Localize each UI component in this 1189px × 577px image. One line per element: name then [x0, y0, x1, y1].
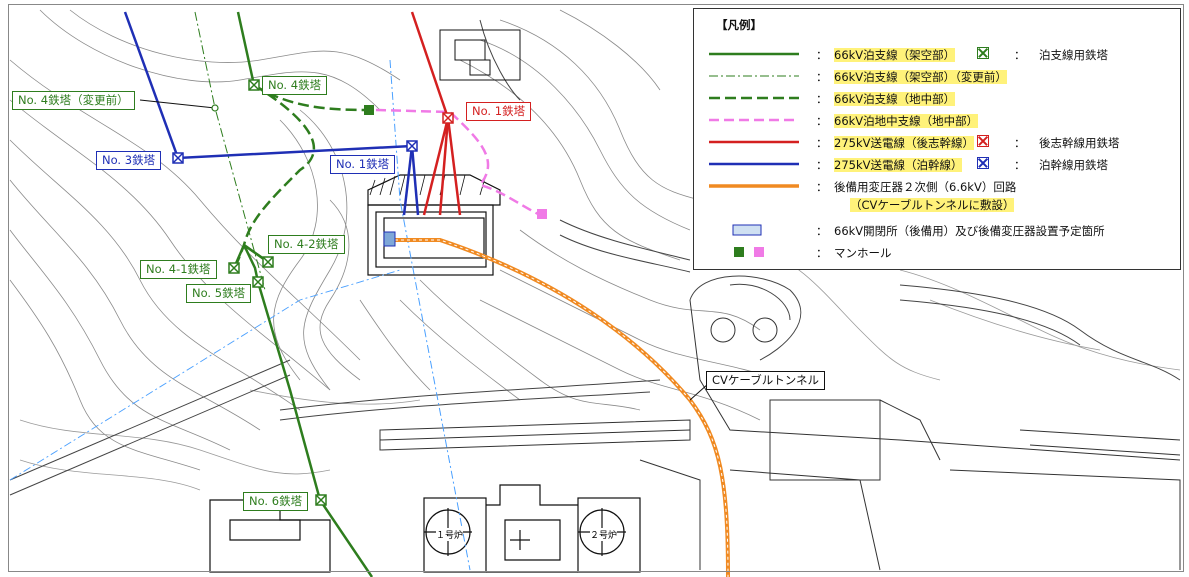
legend-desc-tower: 泊支線用鉄塔	[1039, 48, 1108, 62]
legend-desc: 275kV送電線（泊幹線）	[834, 158, 963, 172]
label-no4-changed: No. 4鉄塔（変更前）	[12, 91, 135, 110]
label-no4-1: No. 4-1鉄塔	[140, 260, 217, 279]
tower-no4-1	[228, 262, 240, 274]
reactor-buildings	[209, 484, 641, 573]
label-no4-2: No. 4-2鉄塔	[268, 235, 345, 254]
label-no4: No. 4鉄塔	[262, 76, 328, 95]
switchyard-hatch	[383, 231, 396, 247]
tomari-branch-tower-icon	[977, 47, 989, 59]
harbor-structures	[379, 299, 1181, 571]
legend-row-66kv-overhead: ： 66kV泊支線（架空部） ： 泊支線用鉄塔	[694, 45, 1180, 63]
legend-colon: ：	[816, 70, 828, 84]
tower-no4	[248, 79, 260, 91]
tomari-trunk-tower-icon	[977, 157, 989, 169]
manhole-green	[364, 105, 374, 115]
legend-desc: 66kV開閉所（後備用）及び後備変圧器設置予定箇所	[834, 224, 1105, 238]
legend-symbol-manholes	[734, 247, 764, 257]
legend-row-275kv-shiribeshi: ： 275kV送電線（後志幹線） ： 後志幹線用鉄塔	[694, 133, 1180, 151]
legend-desc: 後備用変圧器２次側（6.6kV）回路	[834, 180, 1017, 194]
legend-colon: ：	[1014, 136, 1026, 150]
legend-row-66kv-underground-branch: ： 66kV泊地中支線（地中部）	[694, 111, 1180, 129]
legend-desc-tower: 泊幹線用鉄塔	[1039, 158, 1108, 172]
legend-colon: ：	[816, 180, 828, 194]
legend-desc: マンホール	[834, 246, 892, 260]
legend-colon: ：	[816, 136, 828, 150]
cv-cable-circuit	[395, 238, 730, 577]
line-66kv-overhead-south	[242, 244, 374, 577]
legend-colon: ：	[816, 246, 828, 260]
legend-desc: 66kV泊支線（架空部）	[834, 48, 956, 62]
contour-lines	[9, 9, 781, 471]
legend-symbol-orange-cable	[709, 184, 799, 188]
diagonal-blue-dashdot	[9, 269, 401, 481]
tower-no1-red	[442, 112, 454, 124]
cv-tunnel-leader	[689, 383, 709, 401]
tower-no5	[252, 276, 264, 288]
label-unit1: １号炉	[436, 528, 464, 541]
line-66kv-underground-pink	[375, 108, 541, 217]
label-no6: No. 6鉄塔	[243, 492, 309, 511]
label-unit2: ２号炉	[590, 528, 618, 541]
legend-symbol-red-solid	[709, 140, 799, 144]
switchyard	[367, 174, 501, 276]
legend-panel: 【凡例】 ： 66kV泊支線（架空部） ： 泊支線用鉄塔 ： 66kV泊支線（架…	[693, 8, 1181, 270]
line-275kv-tomari	[123, 11, 420, 216]
tower-no1-blue	[406, 140, 418, 152]
legend-symbol-hatch	[732, 224, 762, 236]
no4-changed-leader	[139, 99, 216, 109]
legend-symbol-green-dashdot	[709, 75, 799, 77]
label-no5: No. 5鉄塔	[186, 284, 252, 303]
legend-colon: ：	[816, 224, 828, 238]
legend-colon: ：	[816, 114, 828, 128]
legend-colon: ：	[816, 158, 828, 172]
road-network	[9, 19, 1181, 496]
legend-row-66kv-changed: ： 66kV泊支線（架空部）（変更前）	[694, 67, 1180, 85]
tower-no4-2	[262, 256, 274, 268]
legend-symbol-green-dashed	[709, 96, 799, 100]
tower-no6	[315, 494, 327, 506]
label-cv-tunnel: CVケーブルトンネル	[706, 371, 825, 390]
legend-desc: 66kV泊支線（地中部）	[834, 92, 956, 106]
legend-desc-tower: 後志幹線用鉄塔	[1039, 136, 1120, 150]
legend-desc: 66kV泊地中支線（地中部）	[834, 114, 979, 128]
manhole-pink	[537, 209, 547, 219]
legend-colon: ：	[816, 92, 828, 106]
legend-colon: ：	[816, 48, 828, 62]
legend-symbol-pink-dashed	[709, 118, 799, 122]
changed-route-66kv	[194, 11, 266, 291]
label-no1-red: No. 1鉄塔	[466, 102, 532, 121]
blue-dashdot-line	[389, 59, 471, 571]
legend-row-cv-circuit: ： 後備用変圧器２次側（6.6kV）回路 （CVケーブルトンネルに敷設）	[694, 177, 1180, 217]
legend-colon: ：	[1014, 158, 1026, 172]
legend-row-275kv-tomari: ： 275kV送電線（泊幹線） ： 泊幹線用鉄塔	[694, 155, 1180, 173]
legend-row-66kv-underground: ： 66kV泊支線（地中部）	[694, 89, 1180, 107]
legend-colon: ：	[1014, 48, 1026, 62]
line-66kv-overhead	[236, 11, 256, 86]
label-no3: No. 3鉄塔	[96, 151, 162, 170]
legend-desc-sub: （CVケーブルトンネルに敷設）	[850, 198, 1015, 212]
legend-symbol-green-solid	[709, 52, 799, 56]
shiribeshi-tower-icon	[977, 135, 989, 147]
legend-desc: 66kV泊支線（架空部）（変更前）	[834, 70, 1007, 84]
legend-row-switchyard: ： 66kV開閉所（後備用）及び後備変圧器設置予定箇所	[694, 221, 1180, 239]
tower-no4-changed	[211, 104, 219, 112]
legend-symbol-blue-solid	[709, 162, 799, 166]
legend-title: 【凡例】	[716, 18, 762, 32]
upper-building	[439, 29, 521, 81]
legend-row-manhole: ： マンホール	[694, 243, 1180, 261]
legend-desc: 275kV送電線（後志幹線）	[834, 136, 974, 150]
tower-no3	[172, 152, 184, 164]
label-no1-blue: No. 1鉄塔	[330, 155, 396, 174]
